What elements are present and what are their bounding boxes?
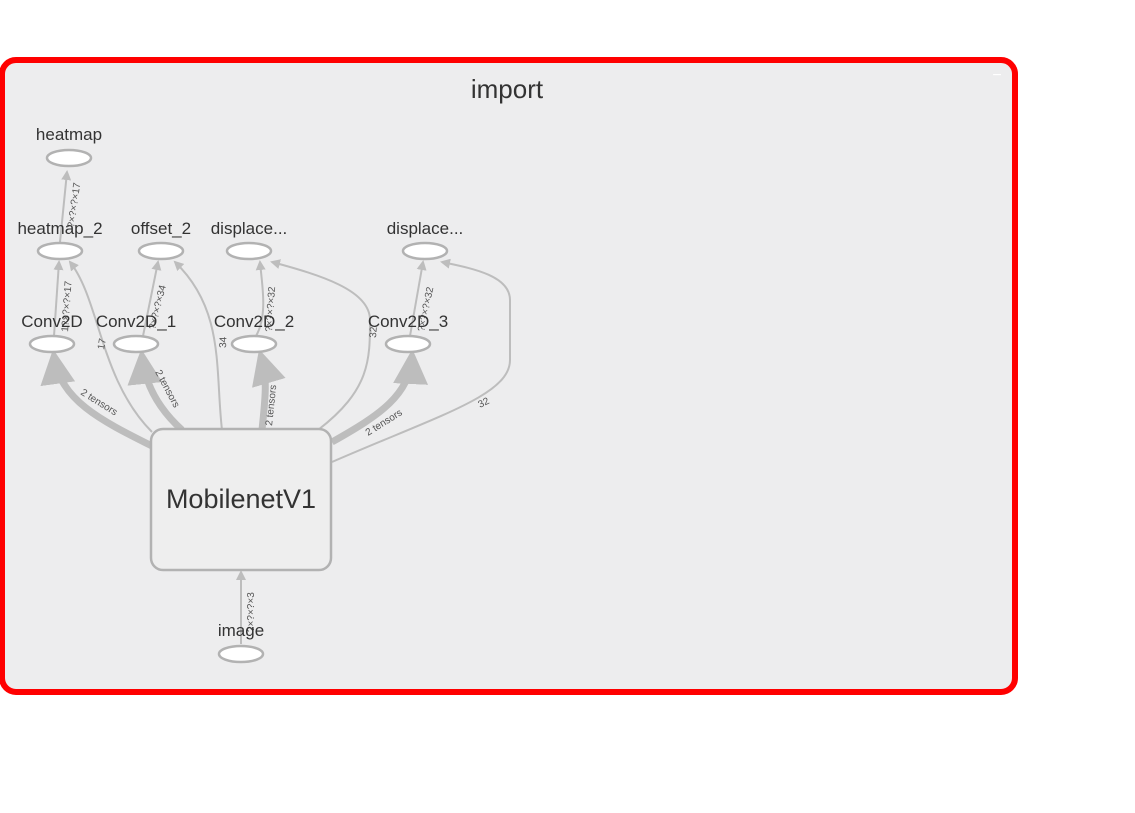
node-label-heatmap: heatmap bbox=[36, 125, 102, 144]
node-label-heatmap-2: heatmap_2 bbox=[17, 219, 102, 238]
edge-mob-conv2d2 bbox=[252, 349, 286, 431]
edge-mob-conv2d3 bbox=[330, 349, 429, 446]
edge-mob-displace1 bbox=[270, 259, 372, 431]
node-label-image: image bbox=[218, 621, 264, 640]
node-displace-1[interactable]: displace... bbox=[211, 219, 288, 261]
edge-mob-heatmap2 bbox=[68, 260, 153, 433]
node-image[interactable]: image bbox=[217, 621, 265, 664]
edge-label: 32 bbox=[368, 326, 380, 338]
nodes: heatmap heatmap_2 offset_2 displace... d… bbox=[17, 125, 464, 664]
collapse-button[interactable]: − bbox=[992, 67, 1001, 84]
node-label-displace-1: displace... bbox=[211, 219, 288, 238]
node-label-conv2d: Conv2D bbox=[21, 312, 82, 331]
node-mobilenetv1[interactable]: MobilenetV1 bbox=[149, 427, 333, 572]
node-conv2d[interactable]: Conv2D bbox=[21, 312, 83, 354]
node-label-conv2d-1: Conv2D_1 bbox=[96, 312, 176, 331]
node-offset-2[interactable]: offset_2 bbox=[131, 219, 191, 261]
node-heatmap-2[interactable]: heatmap_2 bbox=[17, 219, 103, 261]
edge-mob-displace2 bbox=[331, 258, 511, 463]
edge-mob-offset2 bbox=[173, 260, 223, 431]
edges bbox=[40, 170, 511, 644]
node-label-conv2d-2: Conv2D_2 bbox=[214, 312, 294, 331]
edge-conv2d2-displace1 bbox=[255, 260, 266, 337]
edge-conv2d-heatmap2 bbox=[53, 260, 64, 337]
node-label-conv2d-3: Conv2D_3 bbox=[368, 312, 448, 331]
edge-mob-conv2d1 bbox=[127, 349, 185, 433]
node-label-offset-2: offset_2 bbox=[131, 219, 191, 238]
node-displace-2[interactable]: displace... bbox=[387, 219, 464, 261]
edge-conv2d3-displace2 bbox=[409, 260, 427, 337]
node-conv2d-1[interactable]: Conv2D_1 bbox=[96, 312, 176, 354]
edge-heatmap2-heatmap bbox=[59, 170, 72, 243]
edge-label: 2 tensors bbox=[264, 384, 279, 426]
edge-label: 17 bbox=[96, 337, 109, 350]
node-heatmap[interactable]: heatmap bbox=[36, 125, 102, 168]
edge-label: ?×?×?×32 bbox=[264, 286, 278, 332]
node-conv2d-2[interactable]: Conv2D_2 bbox=[214, 312, 294, 354]
group-title: import bbox=[471, 74, 544, 104]
node-conv2d-3[interactable]: Conv2D_3 bbox=[368, 312, 448, 354]
edge-label: 34 bbox=[218, 336, 229, 348]
edge-mob-conv2d bbox=[40, 349, 154, 450]
edge-label: 1?×?×?×17 bbox=[60, 280, 75, 332]
node-label-displace-2: displace... bbox=[387, 219, 464, 238]
node-label-mobilenetv1: MobilenetV1 bbox=[166, 484, 316, 514]
edge-conv2d1-offset2 bbox=[142, 260, 162, 337]
edge-label: 32 bbox=[476, 396, 491, 411]
edge-label: ?×?×?×3 bbox=[246, 592, 257, 632]
